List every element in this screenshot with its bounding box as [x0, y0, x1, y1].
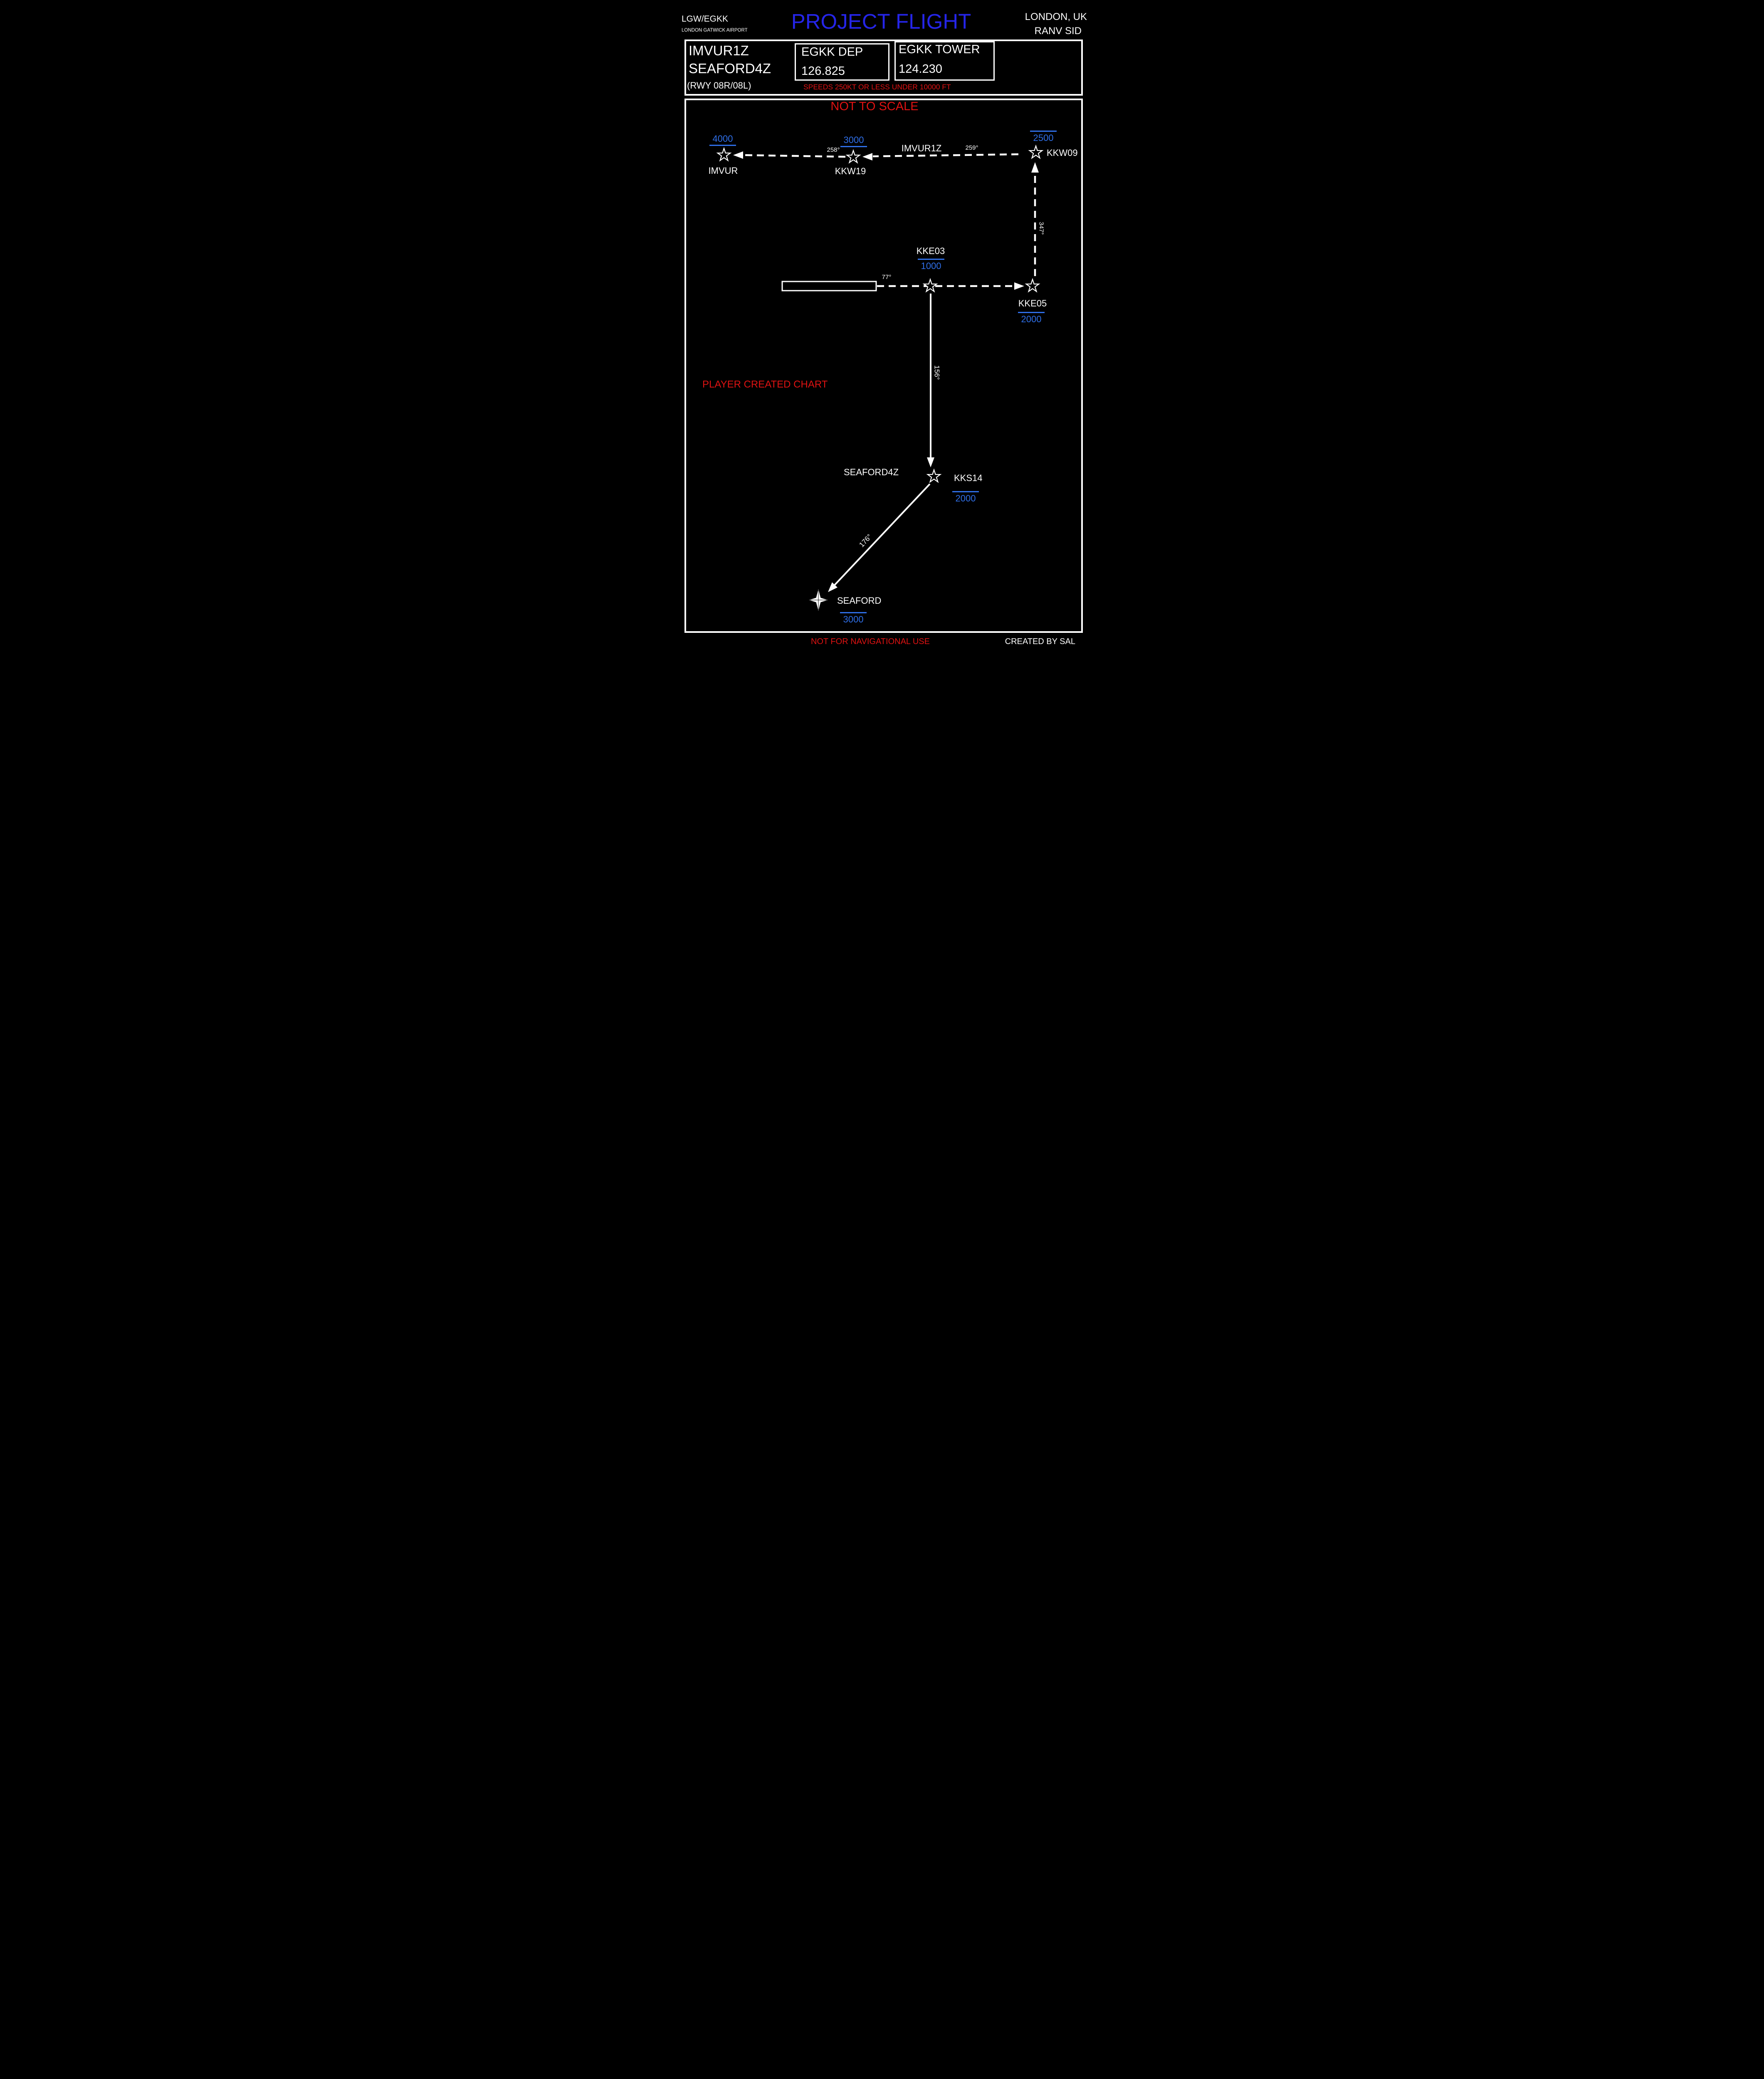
altitude-bar-seaford	[840, 612, 867, 613]
waypoint-label-kkw19: KKW19	[835, 166, 866, 176]
speed-restriction-note: SPEEDS 250KT OR LESS UNDER 10000 FT	[803, 83, 951, 91]
altitude-kks14: 2000	[955, 493, 976, 504]
header-sid-family: RANV SID	[1034, 25, 1082, 37]
course-156: 156°	[933, 365, 941, 380]
waypoint-label-imvur: IMVUR	[708, 165, 738, 176]
altitude-kkw09: 2500	[1033, 133, 1054, 143]
waypoint-label-kke05: KKE05	[1018, 298, 1047, 309]
header-location: LONDON, UK	[1025, 11, 1087, 22]
page-title: PROJECT FLIGHT	[791, 10, 971, 33]
altitude-seaford: 3000	[843, 614, 864, 625]
info-box	[684, 40, 1083, 96]
altitude-kkw19: 3000	[843, 135, 864, 145]
waypoint-label-kke03: KKE03	[916, 246, 945, 256]
player-created-note: PLAYER CREATED CHART	[702, 379, 828, 390]
altitude-imvur: 4000	[712, 133, 733, 144]
sid-name-1: IMVUR1Z	[689, 43, 749, 58]
altitude-bar-kks14	[952, 491, 979, 492]
route-label-seaford4z: SEAFORD4Z	[843, 467, 899, 477]
course-77: 77°	[882, 274, 892, 281]
runways: (RWY 08R/08L)	[687, 80, 751, 91]
departure-freq-value: 126.825	[801, 64, 845, 78]
airport-name: LONDON GATWICK AIRPORT	[682, 28, 748, 33]
altitude-bar-imvur	[709, 145, 736, 146]
departure-freq-box	[795, 43, 889, 81]
airport-code: LGW/EGKK	[682, 14, 729, 24]
course-347: 347°	[1038, 222, 1045, 235]
altitude-bar-kke03	[918, 259, 944, 260]
altitude-kke03: 1000	[921, 261, 941, 271]
sid-name-2: SEAFORD4Z	[689, 61, 771, 76]
tower-freq-box	[894, 41, 995, 81]
tower-freq-label: EGKK TOWER	[899, 43, 980, 56]
not-to-scale-note: NOT TO SCALE	[830, 100, 919, 113]
altitude-kke05: 2000	[1021, 314, 1042, 324]
altitude-bar-kke05	[1018, 312, 1045, 313]
footer-disclaimer: NOT FOR NAVIGATIONAL USE	[811, 637, 930, 646]
departure-freq-label: EGKK DEP	[801, 45, 863, 59]
altitude-bar-kkw19	[840, 146, 867, 147]
tower-freq-value: 124.230	[899, 62, 942, 76]
course-259: 259°	[965, 144, 978, 151]
route-label-imvur1z: IMVUR1Z	[901, 143, 942, 153]
course-258: 258°	[827, 146, 840, 153]
chart-page: LGW/EGKK LONDON GATWICK AIRPORT PROJECT …	[653, 0, 1111, 647]
waypoint-label-seaford: SEAFORD	[837, 595, 882, 606]
footer-credit: CREATED BY SAL	[1005, 637, 1075, 646]
altitude-bar-kkw09	[1030, 131, 1057, 132]
chart-area-border	[684, 99, 1083, 633]
waypoint-label-kks14: KKS14	[954, 473, 983, 483]
waypoint-label-kkw09: KKW09	[1047, 148, 1078, 158]
